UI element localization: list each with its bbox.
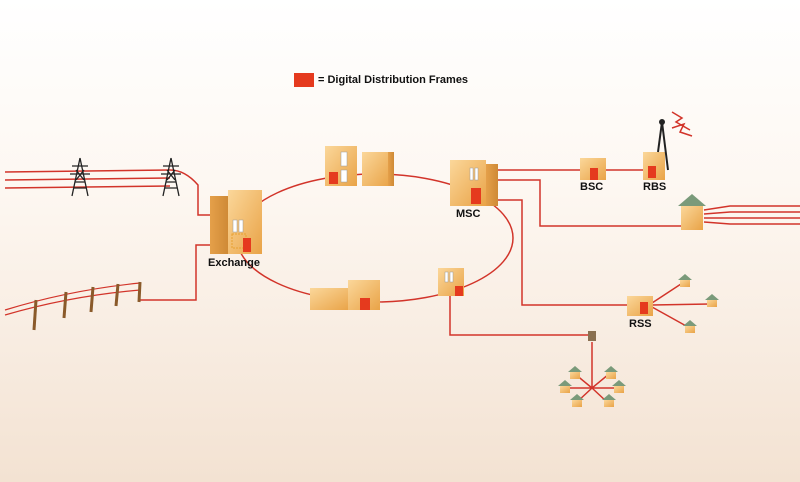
power-line-1 (4, 169, 212, 216)
cluster-spokes (568, 342, 616, 403)
house-icon (612, 380, 626, 393)
house-icon (683, 320, 697, 333)
msc-building[interactable] (450, 160, 498, 206)
house-icon (705, 294, 719, 307)
pylon-icon (70, 157, 90, 197)
exchange-building[interactable] (210, 190, 262, 254)
msc-feeder-link (497, 179, 682, 227)
legend-label: = Digital Distribution Frames (318, 74, 469, 86)
house-icon (602, 394, 616, 407)
house-icon (570, 394, 584, 407)
house-icon (678, 274, 692, 287)
bsc-building[interactable] (580, 158, 606, 180)
exchange-label: Exchange (208, 257, 260, 269)
antenna-icon (657, 111, 693, 171)
rbs-building[interactable] (643, 111, 693, 180)
house-icon (604, 366, 618, 379)
rbs-label: RBS (643, 181, 667, 193)
power-line-3 (4, 185, 171, 189)
ring-building-right[interactable] (438, 268, 464, 296)
pylon-icon-2 (161, 157, 181, 197)
rss-houses (678, 274, 719, 333)
legend-swatch (294, 73, 314, 87)
rss-label: RSS (629, 318, 652, 330)
msc-rss-link (497, 199, 628, 306)
rss-building[interactable] (627, 296, 653, 316)
bsc-label: BSC (580, 181, 604, 193)
feeder-lines (703, 205, 800, 225)
house-icon (558, 380, 572, 393)
cluster-houses (558, 331, 626, 407)
rss-spokes (651, 281, 711, 328)
ring-building-bottom[interactable] (310, 280, 380, 310)
pole-line (140, 244, 212, 301)
legend: = Digital Distribution Frames (294, 73, 468, 87)
ring-building-top[interactable] (325, 146, 394, 186)
feeder-building[interactable] (678, 194, 706, 230)
power-line-2 (4, 177, 171, 181)
pole-icons (4, 281, 142, 331)
house-icon (568, 366, 582, 379)
cluster-link (449, 295, 593, 340)
msc-label: MSC (456, 208, 481, 220)
